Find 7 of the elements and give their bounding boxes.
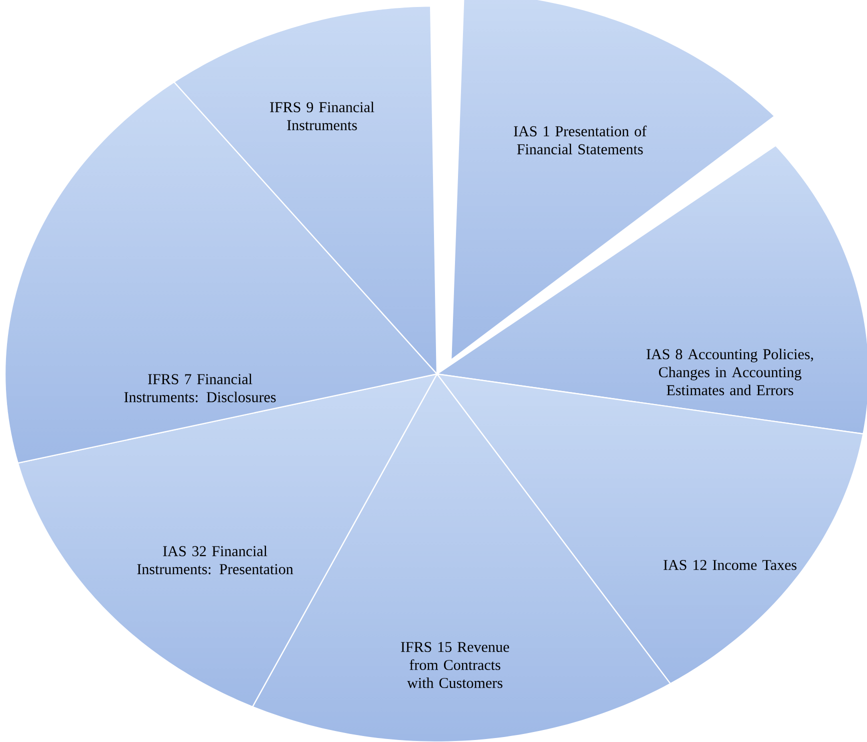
- slice-label: IFRS 9 Financial Instruments: [270, 102, 374, 130]
- slice-label: IAS 12 Income Taxes: [664, 560, 796, 570]
- slice-label: IAS 1 Presentation of Financial Statements: [514, 126, 647, 154]
- slice-label: IAS 8 Accounting Policies, Changes in Accounting Estimates and Errors: [646, 348, 813, 396]
- slice-label: IAS 32 Financial Instruments: Presentation: [137, 546, 294, 574]
- slice-label: IFRS 7 Financial Instruments: Disclosures: [124, 374, 276, 402]
- slice-label: IFRS 15 Revenue from Contracts with Customers: [400, 642, 510, 688]
